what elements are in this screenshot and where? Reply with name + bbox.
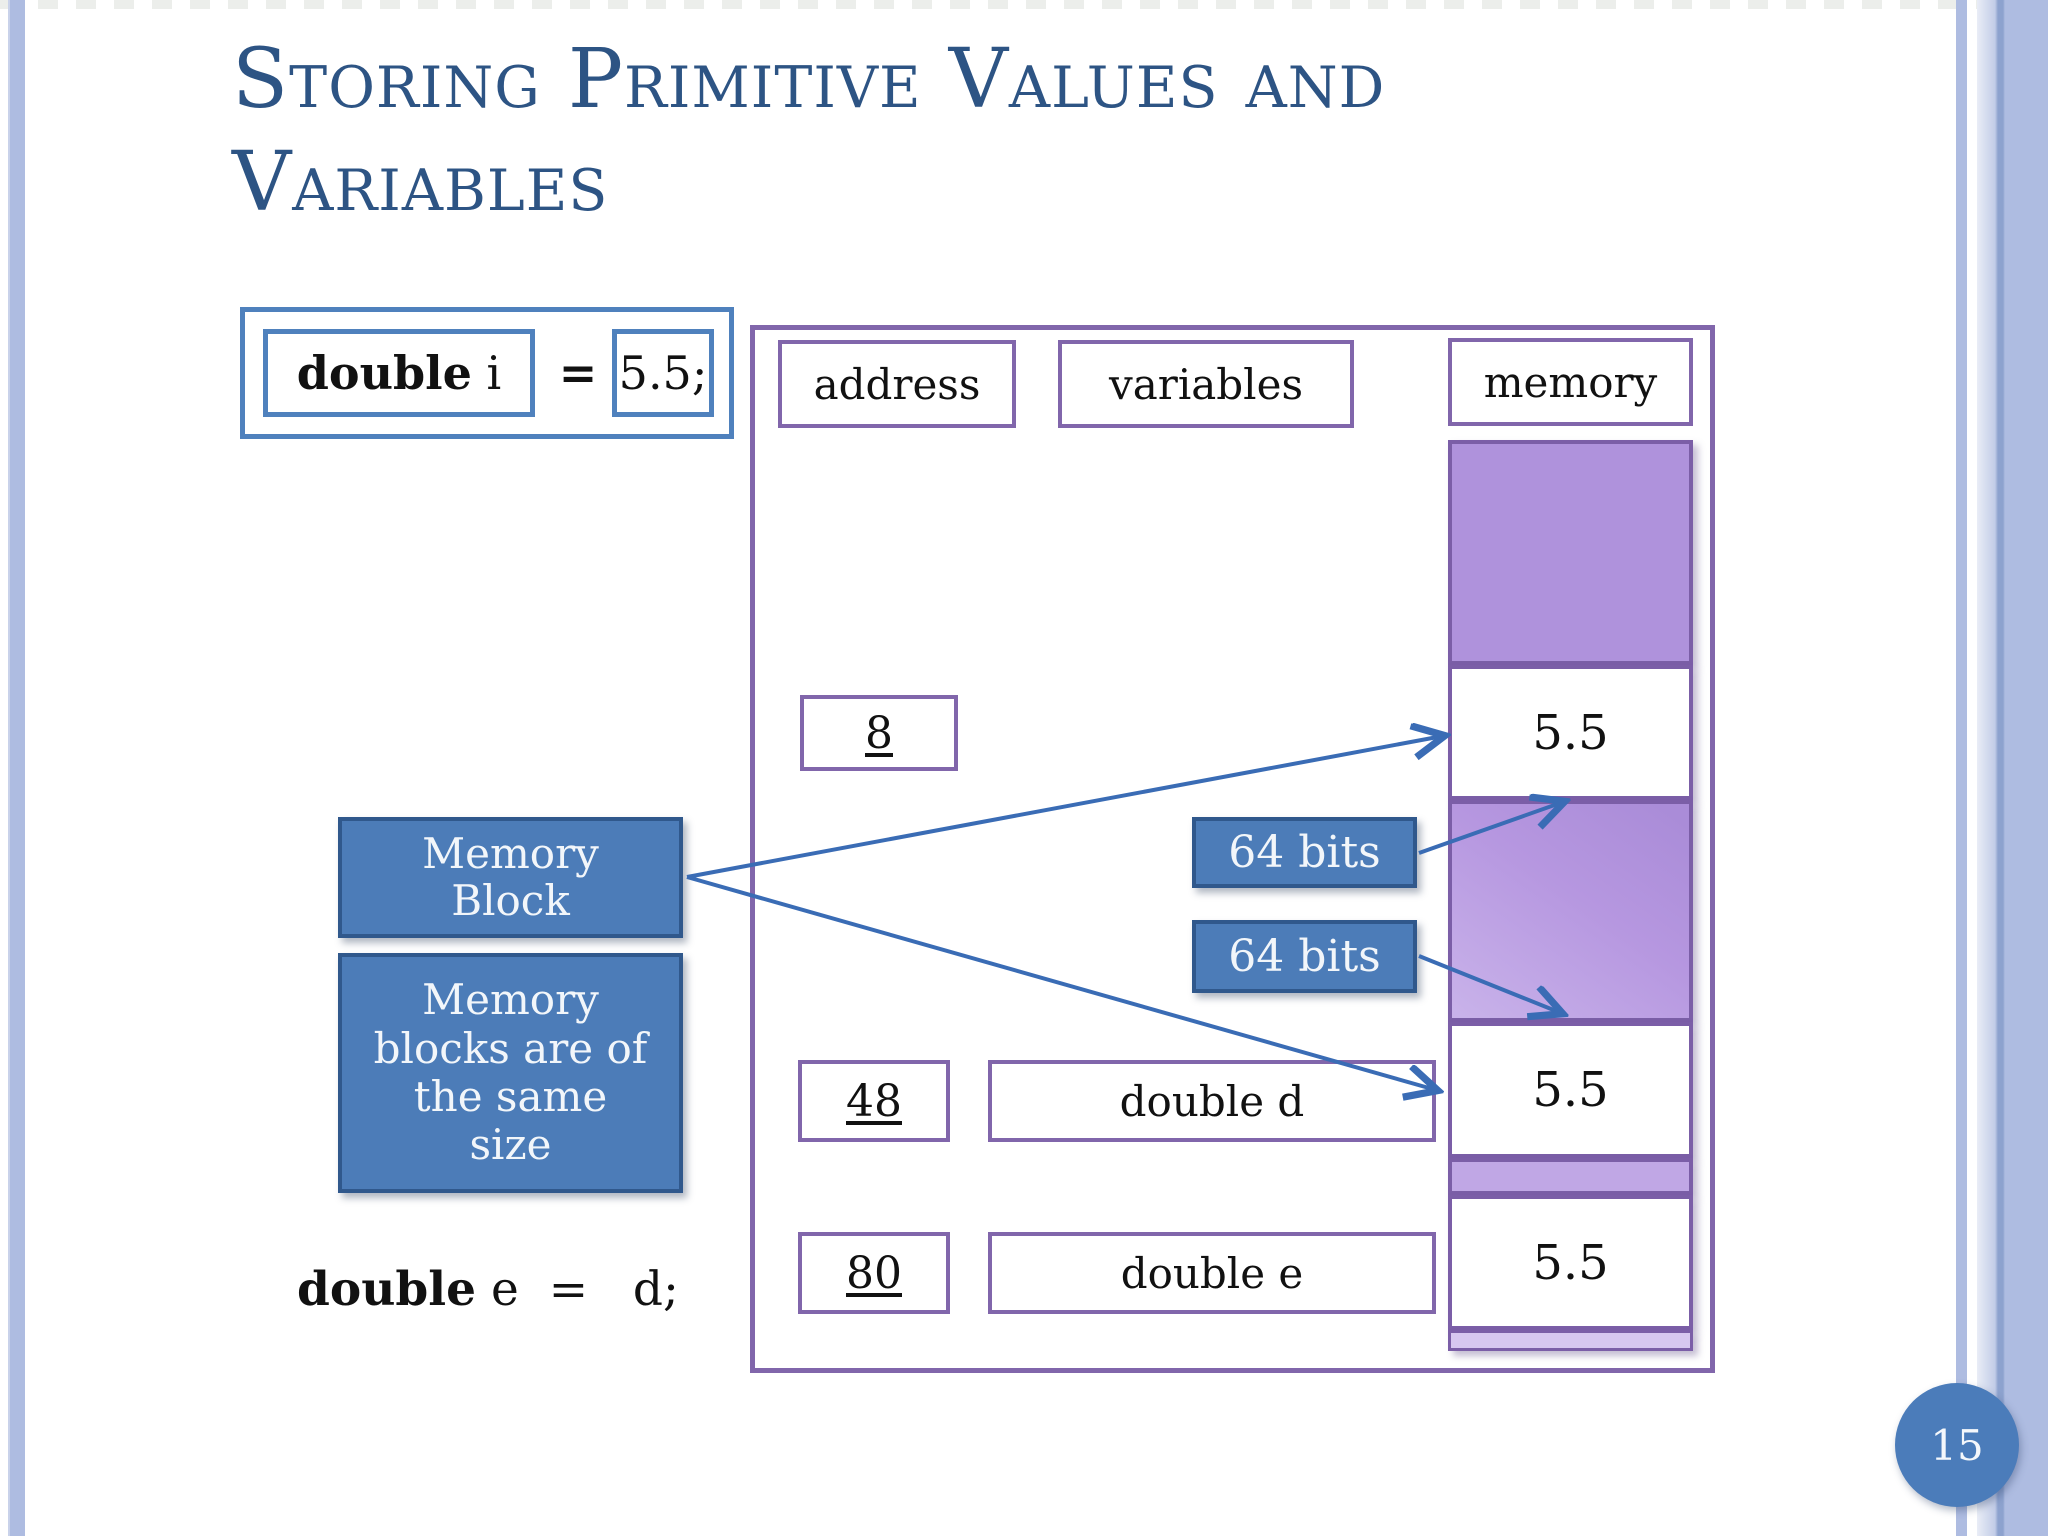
- page-number-badge: 15: [1895, 1383, 2019, 1507]
- code-equals: =: [558, 346, 598, 400]
- page-number: 15: [1930, 1420, 1984, 1470]
- code-value: d;: [632, 1262, 679, 1317]
- address-value: 48: [846, 1075, 902, 1127]
- column-header-variables: variables: [1058, 340, 1354, 428]
- memory-strip-2: [1448, 1330, 1693, 1351]
- address-box-8: 8: [800, 695, 958, 771]
- memory-strip-1: [1448, 1158, 1693, 1195]
- memory-cell-value-3: 5.5: [1448, 1195, 1693, 1330]
- address-value: 8: [865, 707, 893, 759]
- code-declaration-box: double i: [263, 329, 535, 417]
- column-header-address: address: [778, 340, 1016, 428]
- right-accent-bar-thin: [1956, 0, 1967, 1536]
- column-header-memory: memory: [1448, 338, 1693, 426]
- code-value-box: 5.5;: [612, 329, 714, 417]
- slide-title: Storing Primitive Values and Variables: [232, 32, 1386, 231]
- callout-64-bits-top: 64 bits: [1192, 817, 1417, 888]
- left-accent-bar: [8, 0, 25, 1536]
- code-variable: e: [490, 1262, 519, 1317]
- memory-block-unused-1: [1448, 440, 1693, 665]
- right-accent-band: [1977, 0, 2048, 1536]
- code-variable: i: [486, 346, 502, 400]
- memory-cell-value-1: 5.5: [1448, 665, 1693, 800]
- top-dashed-border: [0, 0, 2048, 9]
- code-keyword: double: [296, 346, 472, 400]
- memory-block-unused-2: [1448, 800, 1693, 1022]
- variable-box-double-e: double e: [988, 1232, 1436, 1314]
- address-box-48: 48: [798, 1060, 950, 1142]
- variable-box-double-d: double d: [988, 1060, 1436, 1142]
- callout-memory-block: Memory Block: [338, 817, 683, 938]
- address-box-80: 80: [798, 1232, 950, 1314]
- code-statement-bottom: double e = d;: [297, 1262, 777, 1317]
- callout-memory-blocks-same-size: Memory blocks are of the same size: [338, 953, 683, 1193]
- code-keyword: double: [297, 1262, 477, 1317]
- memory-cell-value-2: 5.5: [1448, 1022, 1693, 1158]
- code-equals: =: [548, 1262, 589, 1317]
- callout-64-bits-bottom: 64 bits: [1192, 920, 1417, 993]
- address-value: 80: [846, 1247, 902, 1299]
